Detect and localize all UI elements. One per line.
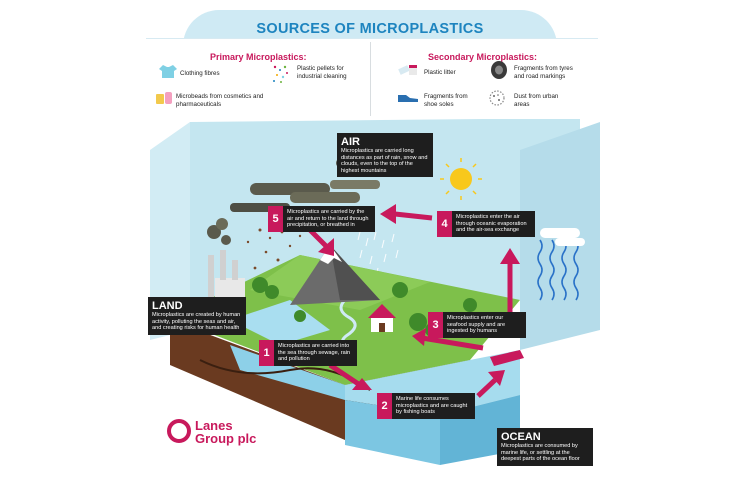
step-5: 5 Microplastics are carried by the air a… [268,206,375,232]
ocean-text: Microplastics are consumed by marine lif… [501,443,580,463]
litter-icon [398,65,417,75]
air-text: Microplastics are carried long distances… [341,148,428,174]
evaporation-waves [537,239,579,301]
dust-icon [489,90,505,106]
secondary-heading: Secondary Microplastics: [428,52,538,62]
step-2-number: 2 [377,393,392,419]
secondary-item-4: Dust from urban areas [514,93,559,108]
step-5-text: Microplastics are carried by the air and… [283,206,375,232]
step-3-number: 3 [428,312,443,338]
fishing-boat [490,343,524,366]
land-title: LAND [152,300,183,312]
pellets-icon [273,65,288,83]
lanes-logo-icon [167,419,191,443]
earth-side [170,320,345,440]
sun [450,168,472,190]
sky-back-panel [190,118,580,300]
ocean-label: OCEAN Microplastics are consumed by mari… [497,428,593,466]
secondary-item-3: Fragments from shoe soles [424,93,468,108]
step-2-text: Marine life consumes microplastics and a… [392,393,475,419]
step-3: 3 Microplastics enter our seafood supply… [428,312,526,338]
house [368,304,396,332]
panel-divider [370,42,371,116]
bay [230,345,345,400]
ocean-title: OCEAN [501,431,541,443]
sources-panel [146,38,598,119]
primary-item-3: Microbeads from cosmetics and pharmaceut… [176,93,264,108]
step-1: 1 Microplastics are carried into the sea… [259,340,357,366]
white-cloud [540,228,585,246]
air-label: AIR Microplastics are carried long dista… [337,133,433,178]
land-label: LAND Microplastics are created by human … [148,297,246,335]
air-title: AIR [341,136,360,148]
lake [230,300,330,345]
logo-line1: Lanes [195,418,233,433]
step-4-text: Microplastics enter the air through ocea… [452,211,535,237]
trees [234,277,477,337]
primary-heading: Primary Microplastics: [210,52,307,62]
step-4: 4 Microplastics enter the air through oc… [437,211,535,237]
step-1-text: Microplastics are carried into the sea t… [274,340,357,366]
primary-item-1: Clothing fibres [180,70,220,77]
sky-left-panel [150,122,190,340]
logo-line2: Group plc [195,431,257,446]
logo: Lanes Group plc [195,419,256,445]
land-text: Microplastics are created by human activ… [152,312,241,332]
secondary-item-1: Plastic litter [424,69,456,76]
step-5-number: 5 [268,206,283,232]
page-title: SOURCES OF MICROPLASTICS [256,21,484,37]
secondary-item-2: Fragments from tyres and road markings [514,65,573,80]
step-1-number: 1 [259,340,274,366]
mountain-shade [330,245,380,300]
step-2: 2 Marine life consumes microplastics and… [377,393,475,419]
shoe-icon [398,95,418,102]
shirt-icon [159,65,177,78]
cosmetics-icon [156,92,172,104]
factory [207,218,245,300]
step-3-text: Microplastics enter our seafood supply a… [443,312,526,338]
step-4-number: 4 [437,211,452,237]
tyre-icon [491,61,507,79]
primary-item-2: Plastic pellets for industrial cleaning [297,65,347,80]
